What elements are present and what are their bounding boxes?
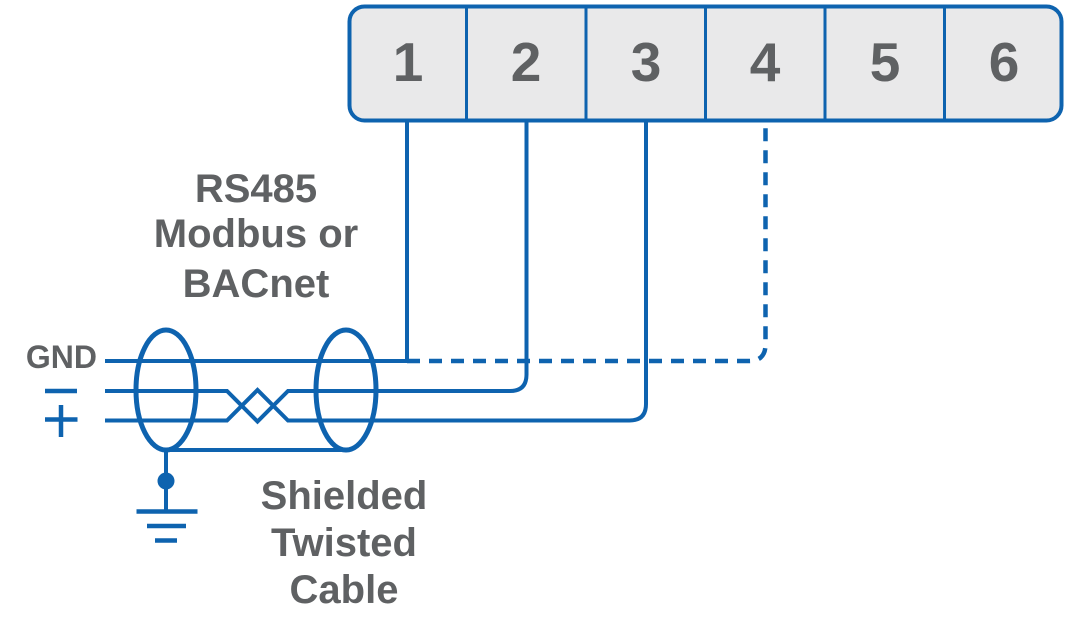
cable-label-line2: Twisted xyxy=(271,521,417,565)
terminal-label-2: 2 xyxy=(511,31,542,93)
terminal-label-3: 3 xyxy=(631,31,662,93)
terminal-label-6: 6 xyxy=(989,31,1020,93)
bus-type-label: RS485 Modbus or BACnet xyxy=(154,167,358,306)
gnd-label: GND xyxy=(26,339,97,375)
polarity-symbols xyxy=(45,388,78,437)
earth-ground-icon xyxy=(136,509,198,543)
cable-label-line1: Shielded xyxy=(261,474,428,518)
cable-type-label: Shielded Twisted Cable xyxy=(261,474,428,612)
terminal4-shield-dashed-wire xyxy=(407,121,768,364)
bus-wires xyxy=(105,121,768,425)
bus-label-line1: RS485 xyxy=(195,167,317,211)
terminal-label-5: 5 xyxy=(870,31,901,93)
terminal-block: 1 2 3 4 5 6 xyxy=(347,4,1064,123)
cable-label-line3: Cable xyxy=(290,568,399,612)
plus-data-wire-terminal3 xyxy=(105,121,648,423)
bus-label-line3: BACnet xyxy=(183,262,330,306)
terminal-label-4: 4 xyxy=(750,31,781,93)
plus-icon xyxy=(45,405,78,437)
shield-ground-connection xyxy=(136,450,198,543)
terminal-label-1: 1 xyxy=(393,31,424,93)
bus-label-line2: Modbus or xyxy=(154,212,358,256)
ground-junction-dot xyxy=(157,472,175,490)
